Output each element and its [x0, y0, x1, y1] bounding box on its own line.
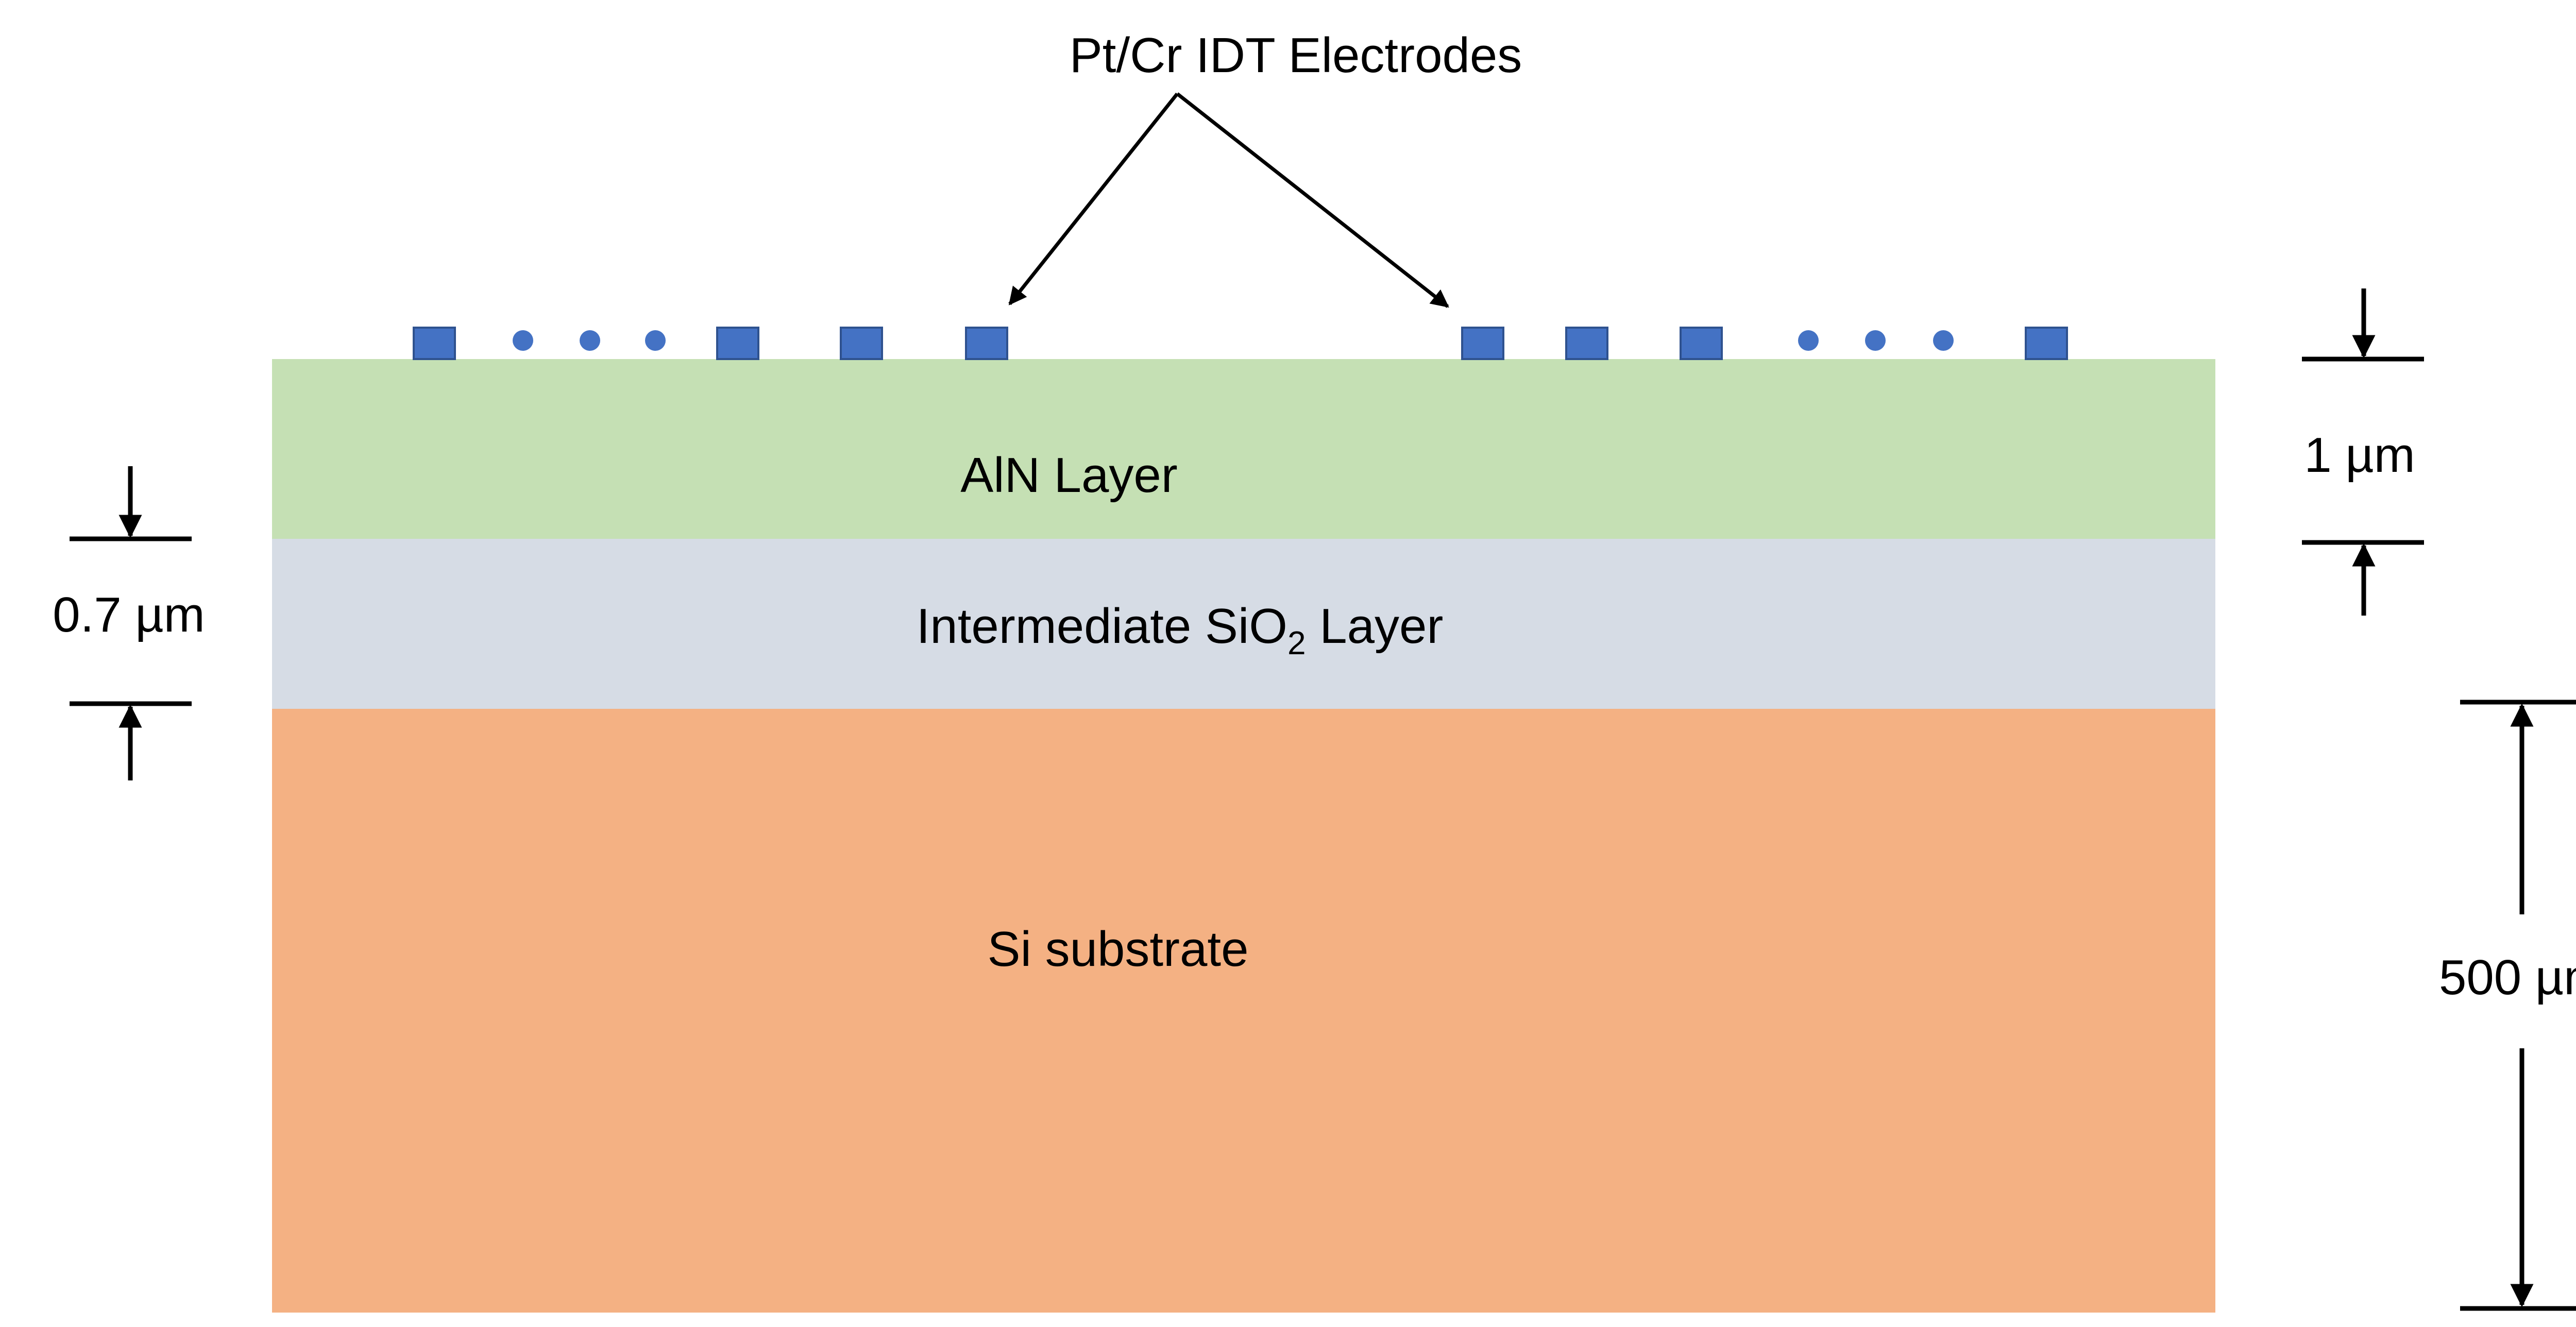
- aln-thickness-label: 1 µm: [2304, 428, 2415, 483]
- electrode-ellipsis-dot: [580, 330, 600, 351]
- electrode-ellipsis-dot: [1865, 330, 1886, 351]
- sio2-thickness-dimension: 0.7 µm: [53, 466, 205, 780]
- electrode-pad: [965, 327, 1008, 360]
- electrode-ellipsis-dot: [513, 330, 533, 351]
- electrode-ellipsis-dot: [1798, 330, 1819, 351]
- si-substrate-label: Si substrate: [988, 922, 1249, 977]
- si-thickness-dimension: 500 µm: [2439, 700, 2576, 1311]
- aln-layer-label: AlN Layer: [960, 448, 1178, 503]
- si-substrate-layer: [272, 709, 2215, 1313]
- electrode-pad: [716, 327, 759, 360]
- electrode-pad: [1680, 327, 1723, 360]
- callout-arrow-right: [1176, 92, 1449, 308]
- electrode-pad: [2025, 327, 2068, 360]
- callout-arrow-left: [1008, 92, 1179, 305]
- sio2-layer-label: Intermediate SiO2 Layer: [917, 599, 1444, 661]
- electrode-ellipsis-dot: [645, 330, 666, 351]
- sio2-label-suffix: Layer: [1306, 599, 1444, 654]
- electrode-pad: [413, 327, 456, 360]
- electrode-pad: [1461, 327, 1504, 360]
- sio2-layer: [272, 539, 2215, 709]
- electrodes-label: Pt/Cr IDT Electrodes: [1070, 28, 1522, 83]
- electrode-ellipsis-dot: [1933, 330, 1954, 351]
- si-thickness-label: 500 µm: [2439, 950, 2576, 1005]
- electrode-group-right: [1461, 327, 2068, 360]
- electrode-pad: [1565, 327, 1608, 360]
- electrode-group-left: [413, 327, 1008, 360]
- sio2-thickness-label: 0.7 µm: [53, 587, 205, 642]
- aln-thickness-dimension: 1 µm: [2302, 288, 2424, 616]
- sio2-label-prefix: Intermediate SiO: [917, 599, 1287, 654]
- sio2-label-subscript: 2: [1287, 624, 1306, 661]
- aln-layer: [272, 359, 2215, 539]
- electrode-pad: [840, 327, 883, 360]
